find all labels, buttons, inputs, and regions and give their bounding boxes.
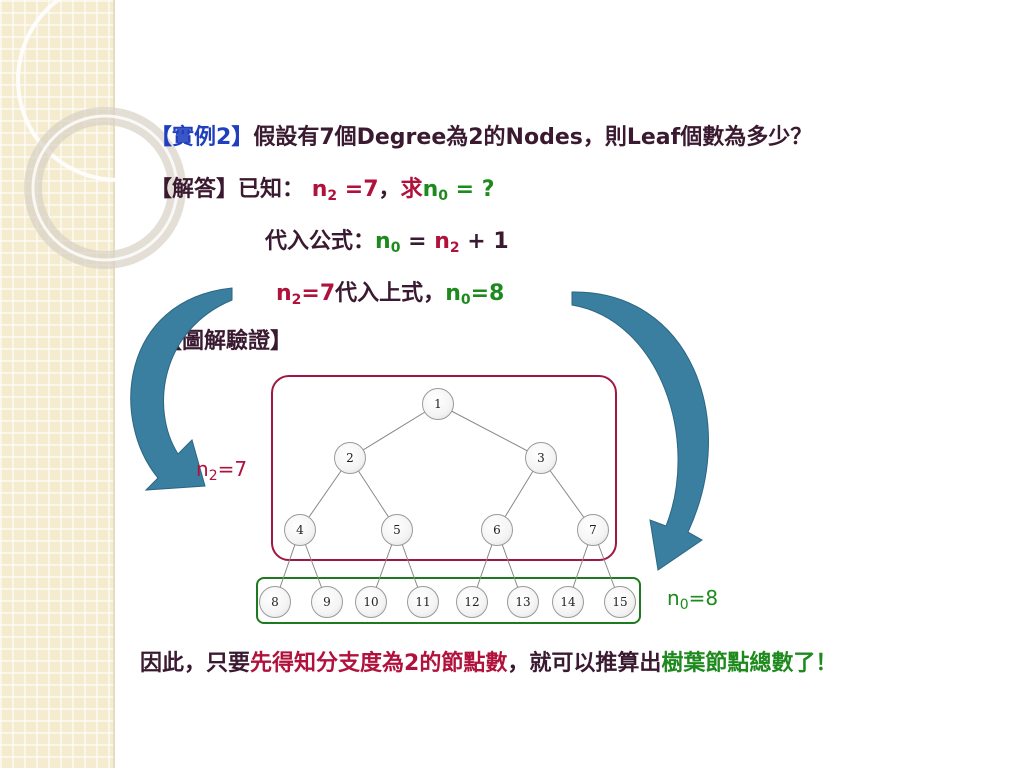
formula-label: 代入公式： [265, 229, 376, 254]
known-label: 已知： [238, 177, 305, 202]
tree-node: 13 [507, 586, 539, 618]
formula: n0 = n2 + 1 [375, 229, 509, 256]
substitute-mid: 代入上式， [335, 281, 446, 306]
known-value: n2 =7 [311, 177, 379, 204]
leaf-nodes-box [256, 577, 641, 624]
right-arrow-icon [571, 291, 709, 571]
tree-node: 9 [311, 586, 343, 618]
conclusion-part3: ，就可以推算出 [507, 651, 662, 676]
tree-node: 12 [456, 586, 488, 618]
example-line: 【實例2】假設有7個Degree為2的Nodes，則Leaf個數為多少？ [150, 124, 812, 152]
label-n2: n2=7 [196, 457, 248, 484]
example-tag: 【實例2】 [150, 125, 254, 150]
tree-node: 4 [284, 514, 316, 546]
conclusion-part4: 樹葉節點總數了！ [661, 651, 838, 676]
substitute-line: n2=7代入上式，n0=8 [276, 280, 504, 308]
formula-line: 代入公式：n0 = n2 + 1 [265, 228, 509, 256]
find-value: n0 = ? [422, 177, 495, 204]
tree-node: 14 [552, 586, 584, 618]
answer-known-line: 【解答】已知： n2 =7，求n0 = ? [150, 176, 495, 204]
tree-node: 6 [481, 514, 513, 546]
substitute-right: n0=8 [445, 281, 505, 308]
internal-nodes-box [271, 375, 617, 561]
tree-node: 11 [407, 586, 439, 618]
tree-node: 10 [355, 586, 387, 618]
tree-node: 8 [259, 586, 291, 618]
left-arrow-icon [130, 287, 233, 491]
tree-node: 3 [525, 442, 557, 474]
conclusion-line: 因此，只要先得知分支度為2的節點數，就可以推算出樹葉節點總數了！ [140, 650, 837, 678]
label-n0: n0=8 [667, 586, 719, 613]
find-label: 求 [400, 177, 423, 202]
tree-node: 5 [381, 514, 413, 546]
tree-node: 7 [577, 514, 609, 546]
decorative-circles [16, 0, 200, 269]
separator: ， [378, 177, 401, 202]
tree-node: 15 [604, 586, 636, 618]
conclusion-part1: 因此，只要 [140, 651, 251, 676]
substitute-left: n2=7 [276, 281, 336, 308]
conclusion-part2: 先得知分支度為2的節點數 [250, 651, 508, 676]
answer-tag: 【解答】 [150, 177, 239, 202]
tree-node: 1 [422, 388, 454, 420]
example-question: 假設有7個Degree為2的Nodes，則Leaf個數為多少？ [253, 125, 813, 150]
tree-node: 2 [334, 442, 366, 474]
